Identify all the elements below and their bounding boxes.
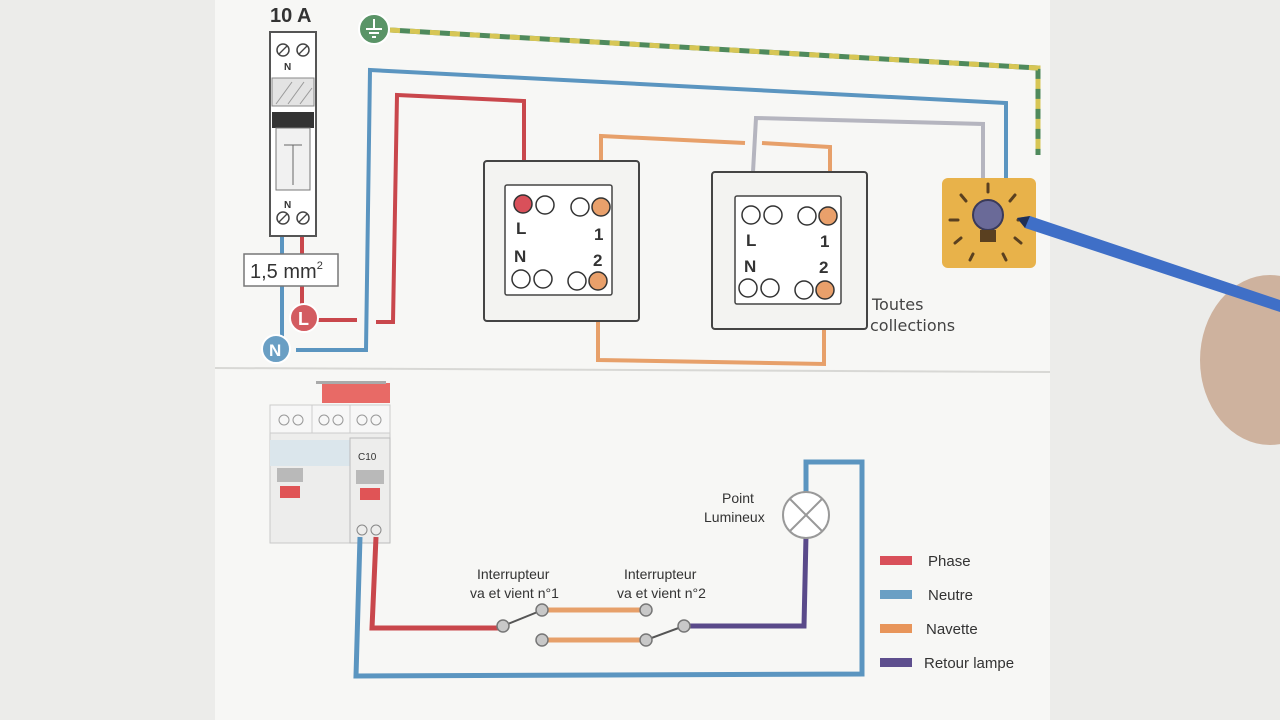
switch1-t1: 1 bbox=[594, 225, 603, 244]
switch2-N: N bbox=[744, 257, 756, 276]
legend-swatch-neutre bbox=[880, 590, 912, 599]
neutral-badge bbox=[261, 334, 291, 364]
switch-note-1: Toutes bbox=[871, 295, 923, 314]
circuit-breaker bbox=[269, 31, 317, 237]
earth-wire-yellow bbox=[389, 27, 1041, 155]
sheet-divider bbox=[214, 367, 1051, 373]
breaker-n-top: N bbox=[284, 62, 291, 73]
phase-wire-main bbox=[376, 92, 526, 324]
lamp-return-wire bbox=[749, 115, 985, 209]
switch-note-2: collections bbox=[870, 316, 955, 335]
switch2-t2: 2 bbox=[819, 258, 828, 277]
legend-label-navette: Navette bbox=[926, 621, 978, 638]
bulb-icon bbox=[972, 199, 1004, 231]
cable-section-label: 1,5 mm2 bbox=[250, 260, 323, 283]
point-label-1: Point bbox=[722, 490, 754, 506]
switch2-L: L bbox=[746, 231, 756, 250]
panel-breaker-label: C10 bbox=[358, 452, 377, 463]
lamp-symbol-icon bbox=[782, 491, 830, 539]
switch2-label-1: Interrupteur bbox=[624, 566, 697, 582]
switch1-label-2: va et vient n°1 bbox=[470, 585, 559, 601]
hand bbox=[1200, 275, 1280, 445]
switch1-t2: 2 bbox=[593, 251, 602, 270]
legend-label-retour: Retour lampe bbox=[924, 655, 1014, 672]
line-badge bbox=[289, 303, 319, 333]
distribution-panel bbox=[269, 381, 391, 544]
switch1-L: L bbox=[516, 219, 526, 238]
earth-icon bbox=[358, 13, 390, 45]
schematic-return bbox=[684, 535, 809, 629]
schematic-phase bbox=[369, 536, 503, 631]
breaker-n-bottom: N bbox=[284, 200, 291, 211]
switch1-N: N bbox=[514, 247, 526, 266]
schematic-neutral bbox=[353, 459, 865, 679]
switch-2 bbox=[711, 171, 868, 330]
switch2-t1: 1 bbox=[820, 232, 829, 251]
neutral-wire-main bbox=[296, 67, 1008, 352]
line-badge-label: L bbox=[298, 309, 309, 329]
point-label-2: Lumineux bbox=[704, 509, 765, 525]
switch1-label-1: Interrupteur bbox=[477, 566, 550, 582]
switch-contacts bbox=[496, 603, 691, 647]
switch-1 bbox=[483, 160, 640, 322]
switch2-label-2: va et vient n°2 bbox=[617, 585, 706, 601]
legend-label-phase: Phase bbox=[928, 553, 971, 570]
neutral-badge-label: N bbox=[269, 341, 281, 360]
legend: Phase Neutre Navette Retour lampe bbox=[880, 553, 1014, 672]
legend-swatch-navette bbox=[880, 624, 912, 633]
cable-section-box bbox=[243, 253, 339, 287]
legend-swatch-retour bbox=[880, 658, 912, 667]
pen bbox=[1017, 216, 1280, 312]
legend-label-neutre: Neutre bbox=[928, 587, 973, 604]
legend-swatch-phase bbox=[880, 556, 912, 565]
breaker-rating: 10 A bbox=[270, 5, 312, 27]
